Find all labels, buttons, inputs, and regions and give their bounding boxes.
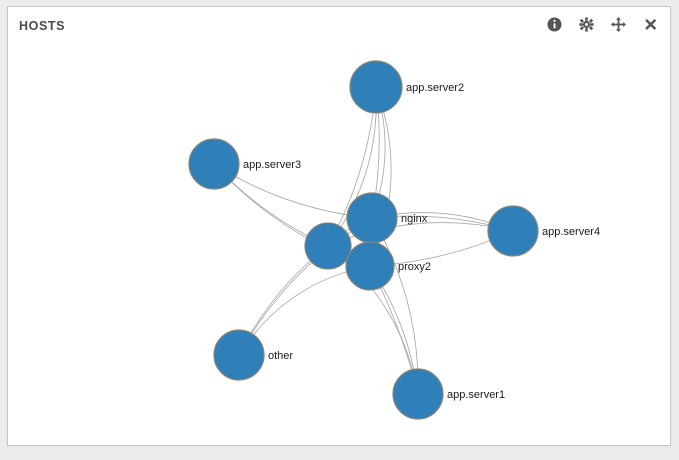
node-circle[interactable] [345,241,395,291]
node-label: app.server1 [447,389,505,401]
node-label: nginx [401,213,428,225]
node-circle[interactable] [349,60,403,114]
node-label: app.server3 [243,159,301,171]
node-label: other [268,350,293,362]
node-circle[interactable] [188,138,240,190]
node-circle[interactable] [346,192,398,244]
graph-node[interactable] [304,222,352,270]
graph-node[interactable]: app.server2 [349,60,464,114]
graph-edge [238,217,373,356]
network-graph-svg[interactable]: app.server2 app.server3 nginx proxy2 app.ser… [8,45,670,446]
info-icon[interactable] [547,17,562,32]
node-layer: app.server2 app.server3 nginx proxy2 app.ser… [188,60,600,420]
graph-node[interactable]: nginx [346,192,428,244]
close-icon[interactable] [643,17,658,32]
graph-node[interactable]: other [213,329,293,381]
node-circle[interactable] [487,205,539,257]
node-label: app.server4 [542,226,600,238]
graph-node[interactable]: app.server4 [487,205,600,257]
graph-node[interactable]: proxy2 [345,241,431,291]
node-label: proxy2 [398,261,431,273]
gear-icon[interactable] [579,17,594,32]
node-circle[interactable] [392,368,444,420]
move-icon[interactable] [611,17,626,32]
header-icon-group [547,17,658,32]
graph-node[interactable]: app.server3 [188,138,301,190]
graph-node[interactable]: app.server1 [392,368,505,420]
node-circle[interactable] [213,329,265,381]
node-circle[interactable] [304,222,352,270]
node-label: app.server2 [406,82,464,94]
network-graph-canvas[interactable]: app.server2 app.server3 nginx proxy2 app.ser… [8,45,670,446]
page-title: HOSTS [19,19,66,33]
panel-header: HOSTS [8,7,670,45]
